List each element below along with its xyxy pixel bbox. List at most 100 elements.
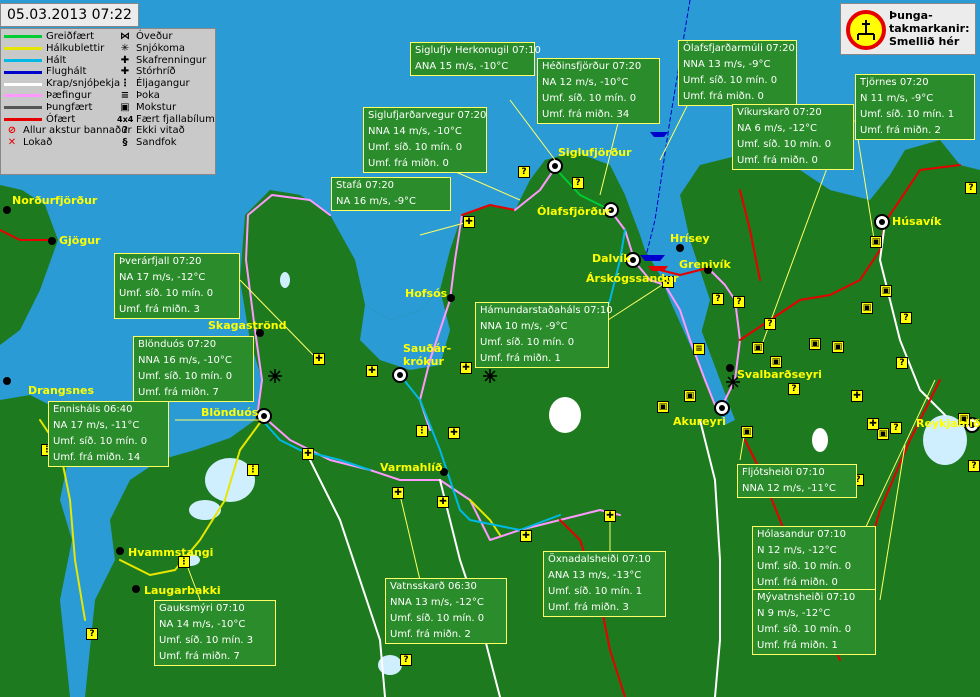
place-label[interactable]: Ólafsfjörður xyxy=(537,205,612,218)
road-blonduos-hvart[interactable] xyxy=(261,419,371,471)
dot-drangsnes[interactable] xyxy=(3,377,11,385)
place-label[interactable]: Dalvík xyxy=(592,252,631,265)
ring-dalvik[interactable] xyxy=(625,252,641,268)
road-hwy-yellow[interactable] xyxy=(469,499,501,536)
unknown-icon[interactable]: ? xyxy=(965,182,977,194)
place-label[interactable]: Svalbarðseyri xyxy=(737,368,822,381)
unknown-icon[interactable]: ? xyxy=(900,312,912,324)
place-label[interactable]: Grenivík xyxy=(679,258,731,271)
place-label[interactable]: Gjögur xyxy=(59,234,101,247)
unknown-icon[interactable]: ? xyxy=(968,460,980,472)
unknown-icon[interactable]: ? xyxy=(764,318,776,330)
ring-husavik[interactable] xyxy=(874,214,890,230)
place-label[interactable]: Drangsnes xyxy=(28,384,95,397)
place-label[interactable]: Blönduós xyxy=(201,406,259,419)
drifting-snow-icon[interactable]: ✚ xyxy=(662,276,674,288)
road-hvammstangi[interactable] xyxy=(119,419,263,576)
dot-hofsos[interactable] xyxy=(447,294,455,302)
clearing-icon[interactable]: ▣ xyxy=(657,401,669,413)
clearing-icon[interactable]: ▣ xyxy=(770,356,782,368)
unknown-icon[interactable]: ? xyxy=(86,628,98,640)
unknown-icon[interactable]: ? xyxy=(788,383,800,395)
road-siglufjordur-closed[interactable] xyxy=(461,204,516,216)
drifting-snow-icon[interactable]: ✚ xyxy=(867,418,879,430)
clearing-icon[interactable]: ▣ xyxy=(752,342,764,354)
road-kjolur[interactable] xyxy=(309,459,386,697)
unknown-icon[interactable]: ? xyxy=(518,166,530,178)
drifting-snow-icon[interactable]: ✚ xyxy=(302,448,314,460)
drifting-snow-icon[interactable]: ✚ xyxy=(460,362,472,374)
clearing-icon[interactable]: ▣ xyxy=(958,413,970,425)
place-label[interactable]: Sauðár- xyxy=(403,342,452,355)
place-label[interactable]: Hvammstangi xyxy=(128,546,214,559)
hail-icon[interactable]: ⋮ xyxy=(178,556,190,568)
hail-icon[interactable]: ⋮ xyxy=(416,425,428,437)
dot-laugarbakki[interactable] xyxy=(132,585,140,593)
dot-hvammstangi[interactable] xyxy=(116,547,124,555)
ring-blonduos[interactable] xyxy=(256,408,272,424)
snowstorm-icon[interactable]: ✚ xyxy=(851,390,863,402)
unknown-icon[interactable]: ? xyxy=(896,357,908,369)
road-oxnadal[interactable] xyxy=(449,479,561,531)
unknown-icon[interactable]: ? xyxy=(712,293,724,305)
unknown-icon[interactable]: ? xyxy=(890,422,902,434)
road-flateyjardalur[interactable] xyxy=(739,189,761,281)
ship-icon[interactable] xyxy=(650,132,668,137)
dot-svalbardseyri[interactable] xyxy=(726,364,734,372)
ferry-route-grimsey[interactable] xyxy=(644,0,691,261)
road-siglufjordur[interactable] xyxy=(514,167,556,211)
snowfall-icon[interactable] xyxy=(483,369,497,383)
clearing-icon[interactable]: ▣ xyxy=(877,428,889,440)
road-hedinsfjordur[interactable] xyxy=(554,167,611,211)
place-label[interactable]: Siglufjörður xyxy=(558,146,632,159)
place-label[interactable]: Akureyri xyxy=(673,415,726,428)
place-label[interactable]: Árskógssandur xyxy=(586,272,679,285)
place-label[interactable]: Norðurfjörður xyxy=(12,194,98,207)
dot-hrisey[interactable] xyxy=(676,244,684,252)
dot-varmahlid[interactable] xyxy=(440,468,448,476)
drifting-snow-icon[interactable]: ✚ xyxy=(392,487,404,499)
ring-siglufjordur[interactable] xyxy=(547,158,563,174)
drifting-snow-icon[interactable]: ✚ xyxy=(437,496,449,508)
snowstorm-icon[interactable]: ✚ xyxy=(313,353,325,365)
road-gjogur[interactable] xyxy=(0,229,49,241)
drifting-snow-icon[interactable]: ✚ xyxy=(520,530,532,542)
dot-nordurfjordur[interactable] xyxy=(3,206,11,214)
clearing-icon[interactable]: ▣ xyxy=(861,302,873,314)
ring-akureyri[interactable] xyxy=(714,400,730,416)
dot-grenivik[interactable] xyxy=(704,266,712,274)
road-husavik-south[interactable] xyxy=(879,221,946,416)
place-label[interactable]: Hofsós xyxy=(405,287,448,300)
drifting-snow-icon[interactable]: ✚ xyxy=(366,365,378,377)
place-label[interactable]: Varmahlíð xyxy=(380,461,443,474)
weight-restriction-button[interactable]: Þunga- takmarkanir: Smellið hér xyxy=(840,3,976,55)
snowfall-icon[interactable] xyxy=(268,369,282,383)
unknown-icon[interactable]: ? xyxy=(572,177,584,189)
place-label[interactable]: Húsavík xyxy=(892,215,942,228)
unknown-icon[interactable]: ? xyxy=(733,296,745,308)
unknown-icon[interactable]: ? xyxy=(400,654,412,666)
ring-saudarkrokur[interactable] xyxy=(392,367,408,383)
place-label[interactable]: Skagaströnd xyxy=(208,319,287,332)
hail-icon[interactable]: ⋮ xyxy=(247,464,259,476)
clearing-icon[interactable]: ▣ xyxy=(741,426,753,438)
dot-gjogur[interactable] xyxy=(48,237,56,245)
ring-olafsfjordur[interactable] xyxy=(603,202,619,218)
place-label[interactable]: Hrísey xyxy=(670,232,710,245)
clearing-icon[interactable]: ▣ xyxy=(809,338,821,350)
place-label[interactable]: Reykjahlíð xyxy=(916,417,980,430)
clearing-icon[interactable]: ▣ xyxy=(832,341,844,353)
